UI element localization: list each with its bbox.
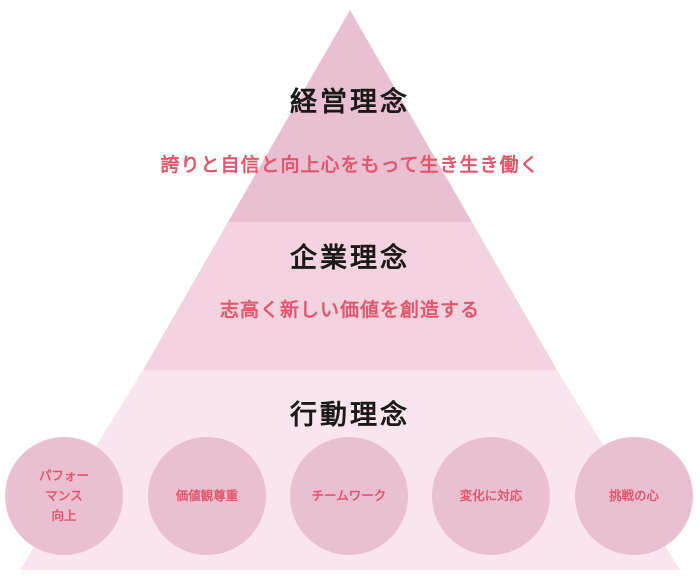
- value-circle-label: チームワーク: [311, 488, 387, 503]
- corporate-philosophy-title: 企業理念: [290, 243, 410, 274]
- tier-1-band: [228, 10, 472, 222]
- value-circle-label: 価値観尊重: [175, 488, 239, 503]
- value-circle-teamwork: チームワーク: [290, 437, 408, 555]
- value-circle-label: 挑戦の心: [608, 488, 659, 503]
- value-circle-adapt-change: 変化に対応: [432, 437, 550, 555]
- corporate-philosophy-text: 志高く新しい価値を創造する: [219, 299, 480, 321]
- tier-2-band: [143, 222, 557, 370]
- value-circle-label-line2: 向上: [51, 508, 77, 523]
- value-circle-performance: パフォーマンス 向上: [5, 437, 123, 555]
- value-circle-challenge: 挑戦の心: [575, 437, 693, 555]
- management-philosophy-title: 経営理念: [290, 87, 410, 118]
- value-circle-label: 変化に対応: [459, 488, 523, 503]
- value-circle-label-line1: パフォーマンス: [38, 468, 89, 503]
- management-philosophy-text: 誇りと自信と向上心をもって生き生き働く: [160, 154, 540, 176]
- action-philosophy-title: 行動理念: [290, 400, 410, 431]
- value-circle-respect: 価値観尊重: [148, 437, 266, 555]
- value-circle-label: パフォーマンス 向上: [5, 466, 123, 526]
